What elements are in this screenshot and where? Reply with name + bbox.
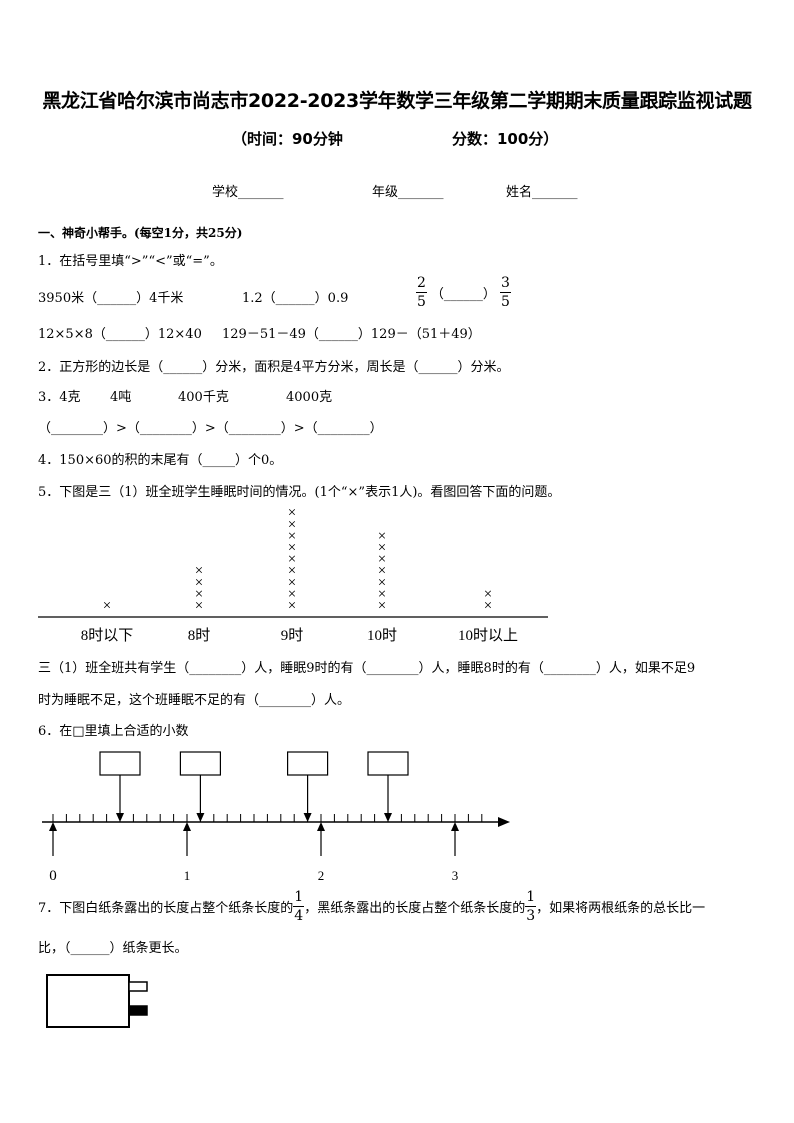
number-label: 1: [184, 868, 191, 883]
plot-mark: ×: [288, 552, 296, 568]
number-line-figure: 0 1 2 3: [42, 751, 510, 884]
down-arrow-head: [196, 813, 205, 822]
plot-mark: ×: [288, 586, 296, 602]
plot-mark: ×: [378, 528, 386, 544]
q1-c-blank: （______）: [430, 287, 496, 302]
down-arrow-head: [384, 813, 392, 822]
q4: 4．150×60的积的末尾有（_____）个0。: [38, 453, 283, 468]
q1-b: 1.2（______）0.9: [242, 291, 349, 306]
q1-a: 3950米（______）4千米: [38, 291, 184, 306]
up-arrow-head: [451, 822, 459, 831]
q5-stem: 5．下图是三（1）班全班学生睡眠时间的情况。(1个“×”表示1人)。看图回答下面…: [38, 485, 561, 500]
q7-text-post: ，如果将两根纸条的总长比一: [536, 901, 706, 916]
plot-mark: ×: [288, 563, 296, 579]
q6-stem: 6．在□里填上合适的小数: [38, 724, 189, 739]
school-field[interactable]: 学校_______: [212, 185, 284, 200]
plot-mark: ×: [195, 598, 203, 614]
answer-box: [367, 751, 409, 776]
q2: 2．正方形的边长是（______）分米，面积是4平方分米，周长是（______）…: [38, 360, 510, 375]
plot-category-label: 10时以上: [458, 627, 518, 644]
plot-mark: ×: [288, 517, 296, 533]
q3-item-3: 400千克: [178, 390, 229, 405]
plot-mark: ×: [484, 598, 492, 614]
q7-line-2: 比，（______）纸条更长。: [38, 941, 188, 956]
up-arrow-head: [183, 822, 191, 831]
q3-item-1: 3．4克: [38, 390, 81, 405]
exam-time: （时间：90分钟: [232, 130, 343, 148]
q1-stem: 1．在括号里填“>”“<”或“=”。: [38, 254, 223, 269]
plot-mark: ×: [378, 552, 386, 568]
plot-mark: ×: [195, 563, 203, 579]
plot-mark: ×: [288, 505, 296, 521]
q1-d: 12×5×8（______）12×40: [38, 327, 202, 342]
plot-mark: ×: [288, 528, 296, 544]
q3-item-4: 4000克: [286, 390, 333, 405]
q5-line-1: 三（1）班全班共有学生（________）人，睡眠9时的有（________）人…: [38, 661, 696, 676]
down-arrow-head: [303, 813, 312, 822]
plot-mark: ×: [195, 575, 203, 591]
up-arrow-head: [49, 822, 57, 831]
number-label: 2: [318, 868, 325, 883]
q7-text-pre: 7．下图白纸条露出的长度占整个纸条长度的: [38, 901, 294, 916]
plot-mark: ×: [288, 575, 296, 591]
name-field[interactable]: 姓名_______: [506, 185, 578, 200]
paper-strips-figure: [46, 974, 148, 1028]
down-arrow-head: [116, 813, 124, 822]
plot-mark: ×: [378, 598, 386, 614]
plot-category-label: 8时以下: [81, 627, 134, 644]
number-label: 0: [49, 868, 57, 884]
plot-mark: ×: [288, 540, 296, 556]
q3-blanks: （________）>（________）>（________）>（______…: [38, 421, 383, 436]
q3-item-2: 4吨: [110, 390, 132, 405]
plot-mark: ×: [378, 540, 386, 556]
answer-box: [179, 751, 221, 776]
plot-category-label: 9时: [281, 627, 304, 644]
page-title: 黑龙江省哈尔滨市尚志市2022-2023学年数学三年级第二学期期末质量跟踪监视试…: [42, 90, 752, 112]
plot-category-label: 8时: [188, 627, 211, 644]
plot-mark: ×: [103, 598, 111, 614]
q5-line-2: 时为睡眠不足，这个班睡眠不足的有（________）人。: [38, 693, 351, 708]
grade-field[interactable]: 年级_______: [372, 185, 444, 200]
plot-mark: ×: [484, 586, 492, 602]
up-arrow-head: [317, 822, 325, 831]
plot-mark: ×: [378, 586, 386, 602]
axis-arrowhead: [498, 817, 510, 827]
plot-category-label: 10时: [367, 627, 397, 644]
answer-box: [99, 751, 141, 776]
q7-text-mid: ，黑纸条露出的长度占整个纸条长度的: [304, 901, 526, 916]
black-strip: [128, 1005, 148, 1016]
cover-box: [46, 974, 130, 1028]
exam-score: 分数：100分）: [452, 130, 559, 148]
q1-e: 129－51－49（______）129－（51＋49）: [222, 327, 481, 342]
plot-mark: ×: [288, 598, 296, 614]
section-heading: 一、神奇小帮手。(每空1分，共25分): [38, 226, 243, 240]
plot-mark: ×: [378, 563, 386, 579]
white-strip: [128, 981, 148, 992]
plot-mark: ×: [378, 575, 386, 591]
plot-mark: ×: [195, 586, 203, 602]
answer-box: [287, 751, 329, 776]
number-label: 3: [452, 868, 459, 883]
